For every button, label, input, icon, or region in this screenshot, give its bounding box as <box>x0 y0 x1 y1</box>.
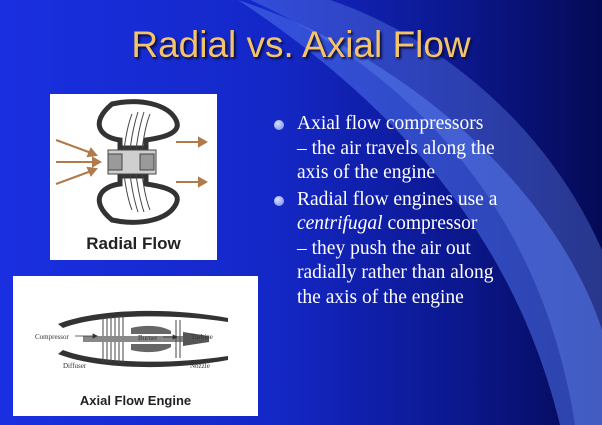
bullet-line: – they push the air out <box>297 237 471 259</box>
radial-flow-figure: Radial Flow <box>50 94 217 260</box>
axial-flow-figure: Compressor Burner Turbine Diffuser Nozzl… <box>13 276 258 416</box>
bullet-icon <box>274 195 284 206</box>
bullet-line: axis of the engine <box>297 162 436 183</box>
compressor-label: Compressor <box>35 333 69 341</box>
diffuser-label: Diffuser <box>63 362 87 370</box>
axial-flow-caption: Axial Flow Engine <box>79 393 192 408</box>
bullet-icon <box>274 120 284 130</box>
turbine-label: Turbine <box>191 333 213 341</box>
axial-engine-drawing <box>58 310 228 368</box>
bullet-item-radial: Radial flow engines use a centrifugal co… <box>272 188 572 311</box>
burner-label: Burner <box>138 334 158 342</box>
bullet-text: compressor <box>382 213 478 234</box>
bullet-line: Radial flow engines use a <box>297 188 498 210</box>
bullet-line: radially rather than along <box>297 262 494 283</box>
slide-title: Radial vs. Axial Flow <box>131 24 471 65</box>
radial-compressor-drawing <box>55 99 209 225</box>
bullet-line: the axis of the engine <box>297 286 464 308</box>
bullet-line: Axial flow compressors <box>297 113 484 134</box>
radial-flow-caption: Radial Flow <box>86 234 181 253</box>
bullet-item-axial: Axial flow compressors – the air travels… <box>272 112 572 186</box>
nozzle-label: Nozzle <box>190 362 210 370</box>
bullet-list: Axial flow compressors – the air travels… <box>272 112 572 312</box>
italic-term: centrifugal <box>297 213 383 234</box>
bullet-line-mixed: centrifugal compressor <box>297 212 572 237</box>
bullet-line: – the air travels along the <box>297 137 495 159</box>
